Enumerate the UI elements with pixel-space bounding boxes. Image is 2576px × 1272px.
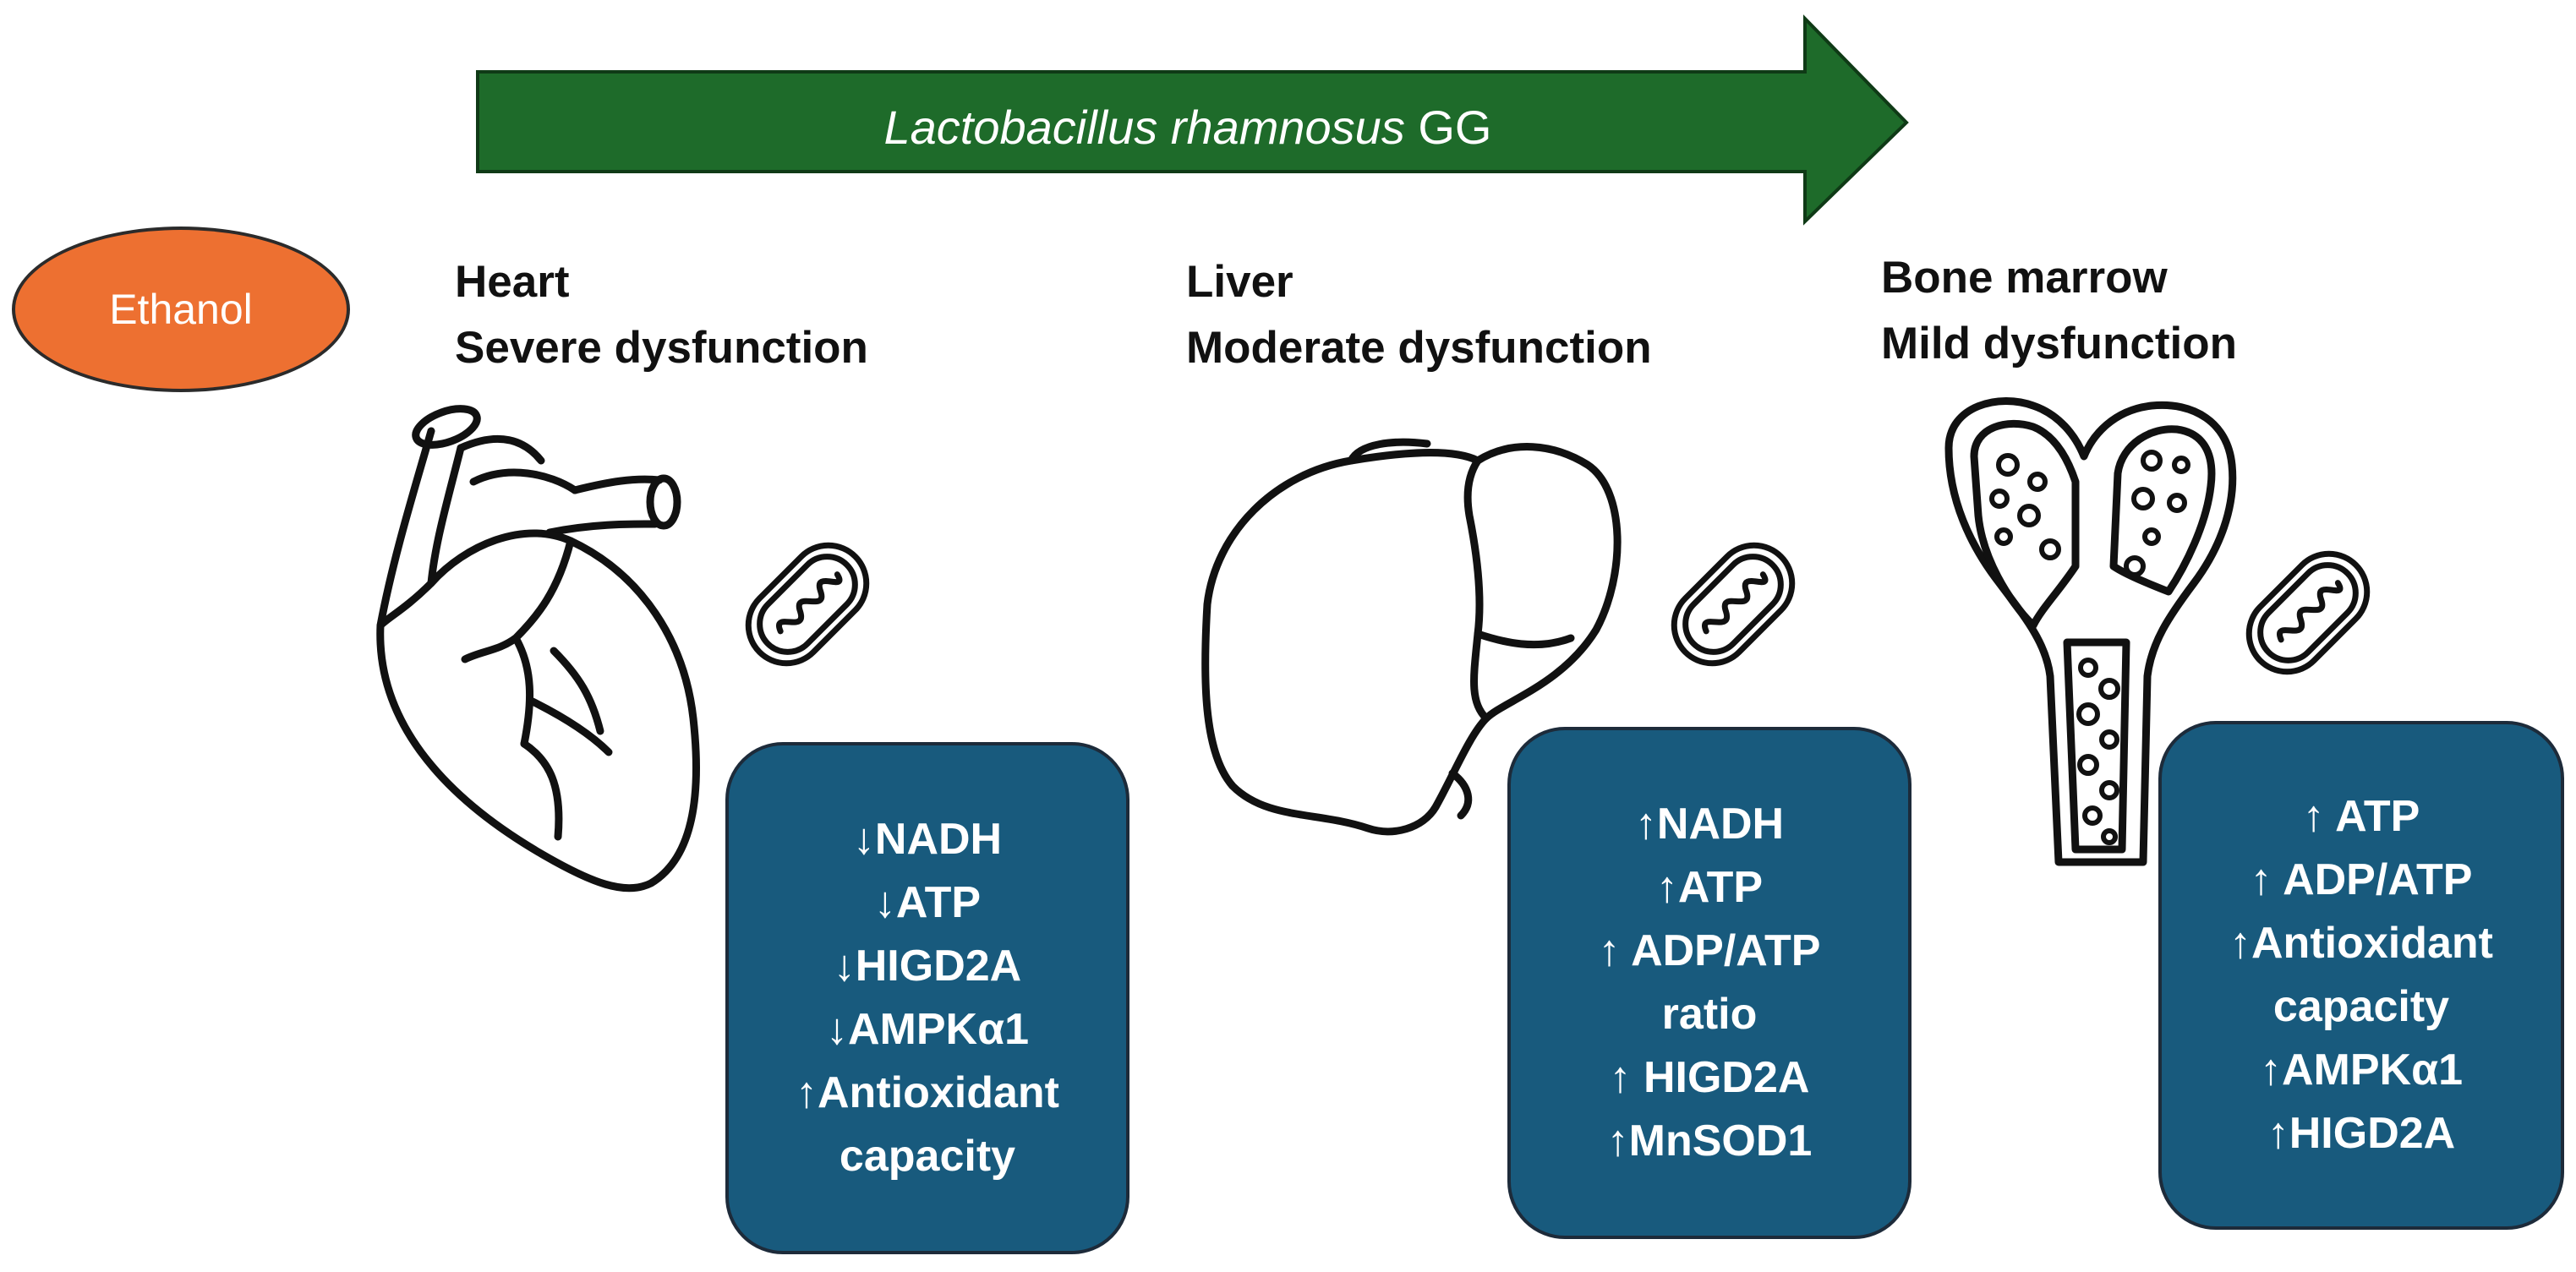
liver-marker: ↑ HIGD2A xyxy=(1609,1053,1810,1102)
heart-marker: ↓NADH xyxy=(852,815,1003,864)
lgg-species-text: Lactobacillus rhamnosus xyxy=(883,100,1405,154)
ethanol-label: Ethanol xyxy=(109,286,253,333)
ethanol-badge: Ethanol xyxy=(12,227,350,392)
heart-marker: ↓HIGD2A xyxy=(833,942,1022,991)
heart-icon xyxy=(376,405,700,893)
heart-marker: ↑Antioxidant xyxy=(796,1068,1059,1117)
liver-marker: ↑MnSOD1 xyxy=(1606,1116,1813,1166)
bone-marker: ↑Antioxidant xyxy=(2229,919,2493,968)
bone-marker: ↑AMPKα1 xyxy=(2260,1045,2463,1095)
liver-marker: ↑ ADP/ATP xyxy=(1598,926,1821,975)
mitochondrion-icon xyxy=(1671,542,1796,667)
bone-marker-box: ↑ ATP ↑ ADP/ATP ↑Antioxidant capacity ↑A… xyxy=(2158,721,2564,1230)
liver-marker: ratio xyxy=(1661,990,1758,1039)
heart-marker-box: ↓NADH ↓ATP ↓HIGD2A ↓AMPKα1 ↑Antioxidant … xyxy=(725,742,1129,1254)
bone-severity: Mild dysfunction xyxy=(1881,319,2238,368)
bone-marker: ↑ ATP xyxy=(2302,792,2420,841)
mitochondrion-icon xyxy=(2245,550,2371,675)
bone-name: Bone marrow xyxy=(1881,253,2168,303)
lgg-arrow-label: Lactobacillus rhamnosus GG xyxy=(478,89,1898,165)
heart-heading: Heart Severe dysfunction xyxy=(455,249,868,381)
heart-marker: ↓ATP xyxy=(873,878,982,927)
heart-severity: Severe dysfunction xyxy=(455,323,868,373)
heart-name: Heart xyxy=(455,257,570,307)
heart-marker: capacity xyxy=(839,1132,1016,1181)
bone-marker: capacity xyxy=(2272,982,2450,1031)
liver-marker-box: ↑NADH ↑ATP ↑ ADP/ATP ratio ↑ HIGD2A ↑MnS… xyxy=(1507,727,1911,1239)
bone-marker: ↑HIGD2A xyxy=(2267,1109,2456,1158)
lgg-arrow-shape xyxy=(476,14,1909,226)
liver-name: Liver xyxy=(1186,257,1293,307)
bone-icon xyxy=(1944,396,2237,866)
lgg-strain-text: GG xyxy=(1404,100,1492,154)
bone-heading: Bone marrow Mild dysfunction xyxy=(1881,245,2237,377)
liver-icon xyxy=(1201,438,1622,836)
heart-marker: ↓AMPKα1 xyxy=(826,1005,1029,1054)
liver-heading: Liver Moderate dysfunction xyxy=(1186,249,1652,381)
liver-marker: ↑ATP xyxy=(1655,863,1764,912)
liver-severity: Moderate dysfunction xyxy=(1186,323,1652,373)
lgg-arrow xyxy=(476,14,1909,226)
liver-marker: ↑NADH xyxy=(1634,800,1785,849)
bone-marker: ↑ ADP/ATP xyxy=(2250,855,2473,904)
mitochondrion-icon xyxy=(745,542,870,667)
